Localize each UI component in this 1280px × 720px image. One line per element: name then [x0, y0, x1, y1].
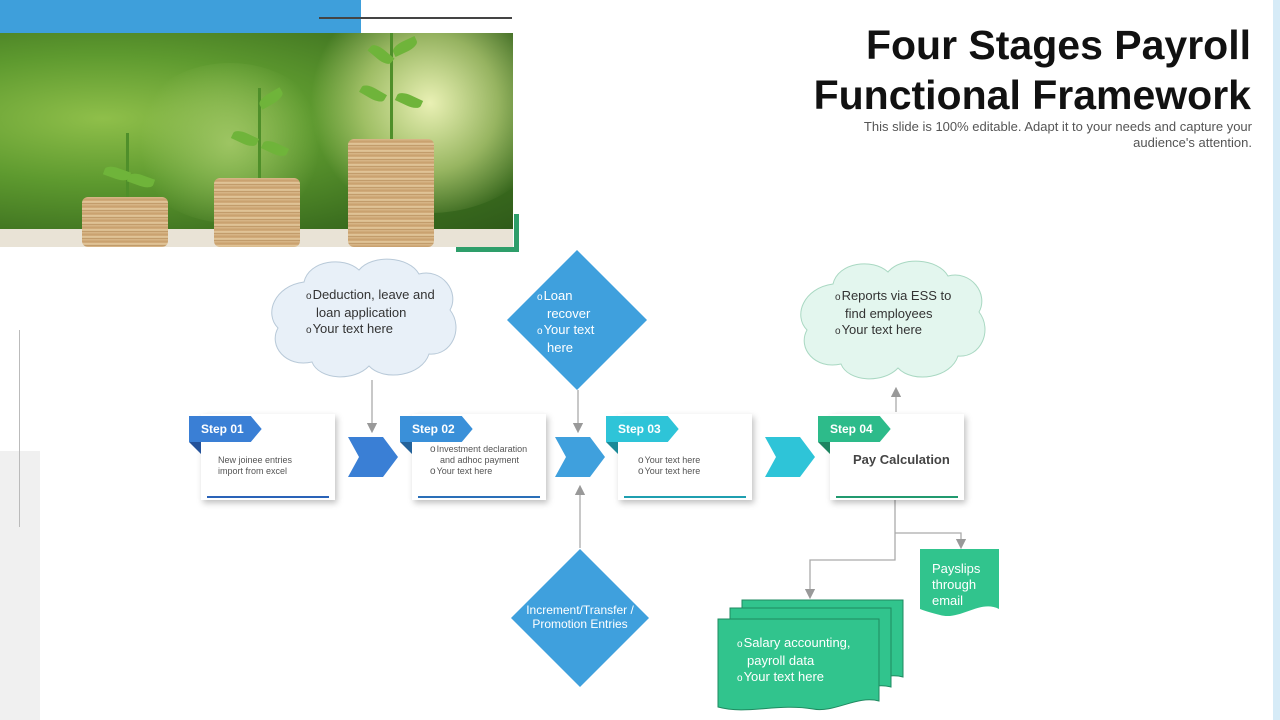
step-02-bullet: Your text here — [430, 466, 536, 477]
step-02-bullet: Investment declaration and adhoc payment — [430, 444, 536, 466]
cloud-bullet: Deduction, leave and loan application — [306, 287, 436, 321]
diamond-bullet: Your text here — [537, 322, 617, 356]
cloud-deduction-note: Deduction, leave and loan application Yo… — [264, 252, 462, 382]
right-edge-strip — [1273, 0, 1280, 720]
diamond-bullet: Loan recover — [537, 288, 617, 322]
step-02-tab: Step 02 — [400, 416, 473, 442]
step-01-card: Step 01 New joinee entries import from e… — [189, 414, 335, 500]
salary-documents-stack: Salary accounting, payroll data Your tex… — [717, 599, 907, 717]
cloud-reports-note: Reports via ESS to find employees Your t… — [793, 254, 991, 384]
left-grey-panel — [0, 451, 40, 720]
cloud-bullet: Reports via ESS to find employees — [835, 288, 955, 322]
step-01-text: New joinee entries import from excel — [218, 455, 293, 476]
page-title: Four Stages Payroll Functional Framework — [813, 22, 1251, 118]
step-03-card: Step 03 Your text here Your text here — [606, 414, 752, 500]
left-vertical-line — [19, 330, 20, 527]
diamond-loan-recover: Loan recover Your text here — [507, 250, 647, 390]
step-04-card: Step 04 Pay Calculation — [818, 414, 964, 500]
step-04-text: Pay Calculation — [853, 452, 950, 467]
page-subtitle: This slide is 100% editable. Adapt it to… — [863, 119, 1252, 150]
salary-bullet: Salary accounting, payroll data — [737, 635, 877, 669]
payslips-text: Payslips through email — [932, 561, 981, 608]
step-02-card: Step 02 Investment declaration and adhoc… — [400, 414, 546, 500]
diamond-label: Increment/Transfer / Promotion Entries — [526, 603, 634, 631]
cloud-bullet: Your text here — [306, 321, 436, 339]
step-01-tab: Step 01 — [189, 416, 262, 442]
step-04-tab: Step 04 — [818, 416, 891, 442]
step-03-bullet: Your text here — [638, 455, 738, 466]
payslips-document: Payslips through email — [920, 549, 999, 619]
step-03-tab: Step 03 — [606, 416, 679, 442]
coin-plant-photo — [0, 33, 513, 247]
cloud-bullet: Your text here — [835, 322, 955, 340]
salary-bullet: Your text here — [737, 669, 877, 687]
photo-green-corner-frame — [456, 214, 519, 252]
top-accent-bar — [0, 0, 361, 33]
diamond-increment-transfer: Increment/Transfer / Promotion Entries — [511, 549, 649, 687]
step-03-bullet: Your text here — [638, 466, 738, 477]
top-divider-line — [319, 17, 512, 19]
